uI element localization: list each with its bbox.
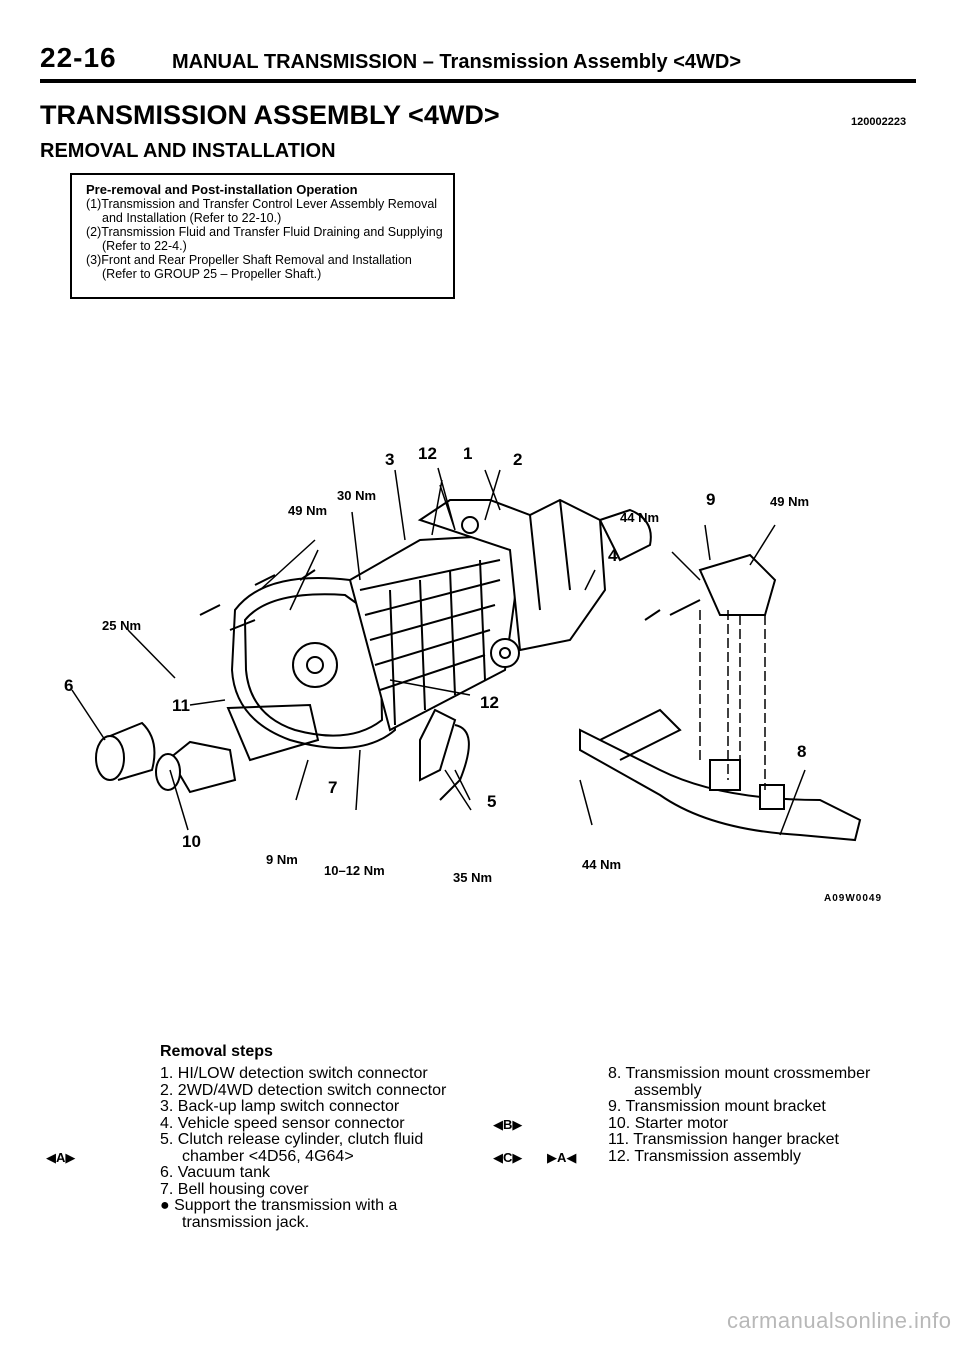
- torque-9nm: 9 Nm: [266, 852, 298, 867]
- callout-11: 11: [172, 696, 190, 715]
- removal-steps-right: 8. Transmission mount crossmember assemb…: [608, 1065, 908, 1165]
- pre-removal-item: (3)Front and Rear Propeller Shaft Remova…: [86, 253, 412, 281]
- callout-12: 12: [418, 444, 437, 463]
- torque-44nm-crossmember: 44 Nm: [582, 857, 622, 872]
- callout-3: 3: [385, 450, 395, 469]
- callout-5: 5: [487, 792, 497, 811]
- pre-removal-heading: Pre-removal and Post-installation Operat…: [86, 182, 358, 197]
- transmission-illustration: [71, 467, 862, 842]
- service-point-marker-a-install: ▶A◀: [547, 1150, 577, 1165]
- main-title: TRANSMISSION ASSEMBLY <4WD>: [40, 100, 500, 130]
- running-header-title: MANUAL TRANSMISSION – Transmission Assem…: [172, 51, 742, 73]
- step-item: 9. Transmission mount bracket: [608, 1098, 826, 1115]
- torque-49nm-mount: 49 Nm: [770, 494, 810, 509]
- callout-8: 8: [797, 742, 807, 761]
- watermark: carmanualsonline.info: [727, 1308, 952, 1333]
- section-subtitle: REMOVAL AND INSTALLATION: [40, 140, 336, 162]
- exploded-view-diagram: 3 12 1 2 9 4 6 11 12 8 7 5 10 30 Nm 49 N…: [60, 440, 890, 910]
- step-item: 8. Transmission mount crossmember assemb…: [608, 1065, 871, 1099]
- step-item: 6. Vacuum tank: [160, 1164, 270, 1181]
- service-point-marker-b: ◀B▶: [493, 1117, 523, 1132]
- callout-9: 9: [706, 490, 716, 509]
- callout-2: 2: [513, 450, 523, 469]
- torque-10-12nm: 10–12 Nm: [324, 863, 385, 878]
- pre-removal-item: (1)Transmission and Transfer Control Lev…: [86, 197, 438, 225]
- torque-44nm: 44 Nm: [620, 510, 660, 525]
- callout-6: 6: [64, 676, 74, 695]
- pre-removal-item: (2)Transmission Fluid and Transfer Fluid…: [86, 225, 443, 253]
- step-item: 10. Starter motor: [608, 1114, 729, 1132]
- document-number: 120002223: [851, 116, 907, 128]
- step-item: 11. Transmission hanger bracket: [608, 1131, 839, 1148]
- step-item: 3. Back-up lamp switch connector: [160, 1098, 400, 1115]
- step-item: 4. Vehicle speed sensor connector: [160, 1114, 405, 1132]
- step-item: 7. Bell housing cover: [160, 1180, 309, 1198]
- service-point-marker-c: ◀C▶: [493, 1150, 523, 1165]
- callout-10: 10: [182, 832, 201, 851]
- page-number: 22-16: [40, 42, 117, 73]
- step-note: ● Support the transmission with a transm…: [160, 1197, 398, 1231]
- torque-49nm: 49 Nm: [288, 503, 328, 518]
- removal-steps-left: 1. HI/LOW detection switch connector 2. …: [160, 1065, 480, 1231]
- figure-code: A09W0049: [824, 893, 883, 904]
- torque-25nm: 25 Nm: [102, 618, 142, 633]
- pre-removal-box: Pre-removal and Post-installation Operat…: [70, 173, 455, 299]
- removal-steps-heading: Removal steps: [160, 1043, 273, 1060]
- header-rule: [40, 79, 916, 83]
- service-point-marker-a: ◀A▶: [46, 1150, 76, 1165]
- step-item: 5. Clutch release cylinder, clutch fluid…: [160, 1131, 424, 1165]
- torque-35nm: 35 Nm: [453, 870, 493, 885]
- step-item: 1. HI/LOW detection switch connector: [160, 1065, 428, 1082]
- step-item: 12. Transmission assembly: [608, 1147, 801, 1165]
- callout-4: 4: [608, 546, 618, 565]
- torque-30nm: 30 Nm: [337, 488, 377, 503]
- step-item: 2. 2WD/4WD detection switch connector: [160, 1081, 447, 1099]
- callout-12b: 12: [480, 693, 499, 712]
- callout-7: 7: [328, 778, 338, 797]
- callout-1: 1: [463, 444, 473, 463]
